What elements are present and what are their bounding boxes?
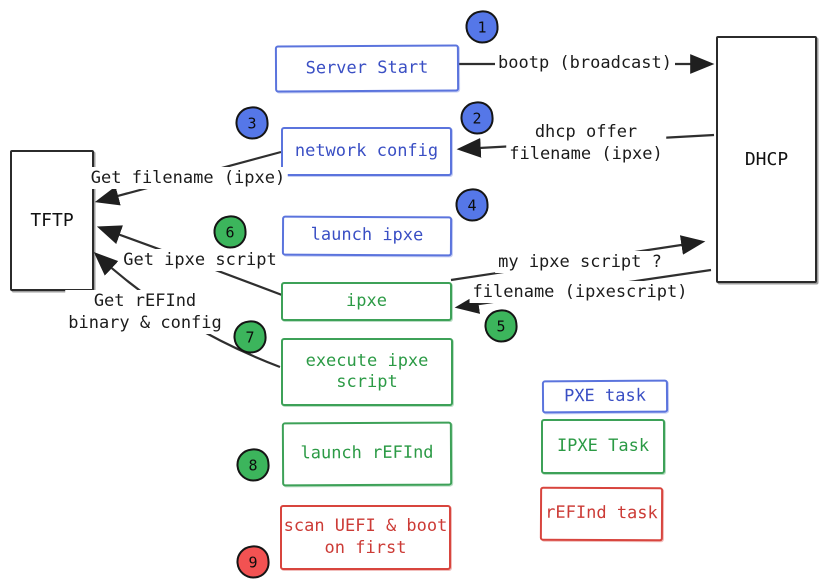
server-tftp: TFTP: [10, 150, 94, 291]
node-ipxe-label: ipxe: [346, 290, 387, 311]
legend-pxe-task-label: PXE task: [563, 385, 647, 407]
server-dhcp: DHCP: [716, 36, 817, 283]
msg-get-refind-binary-config: Get rEFInd binary & config: [65, 290, 225, 335]
legend-ipxe-task: IPXE Task: [541, 419, 665, 474]
step-badge-3-number: 3: [247, 114, 257, 132]
msg-get-ipxe-script: Get ipxe script: [120, 249, 280, 272]
node-launch-ipxe: launch ipxe: [281, 215, 453, 257]
step-badge-5-number: 5: [496, 317, 506, 335]
node-execute-ipxe-script-label: execute ipxe script: [305, 350, 429, 392]
step-badge-2-number: 2: [472, 109, 482, 127]
node-scan-uefi-boot: scan UEFI & boot on first: [280, 505, 451, 570]
node-launch-ipxe-label: launch ipxe: [310, 225, 424, 246]
node-launch-refind-label: launch rEFInd: [300, 443, 434, 464]
msg-my-ipxe-script: my ipxe script ?: [495, 251, 665, 274]
msg-bootp-broadcast: bootp (broadcast): [495, 52, 675, 75]
step-badge-7-number: 7: [245, 328, 255, 346]
server-dhcp-label: DHCP: [744, 149, 789, 170]
msg-get-filename: Get filename (ipxe): [87, 167, 289, 190]
node-network-config-label: network config: [294, 140, 439, 161]
node-server-start-label: Server Start: [305, 57, 429, 79]
node-ipxe: ipxe: [281, 282, 452, 321]
node-execute-ipxe-script: execute ipxe script: [281, 338, 453, 406]
step-badge-8-number: 8: [248, 456, 258, 474]
step-badge-6-number: 6: [225, 223, 235, 241]
server-tftp-label: TFTP: [30, 210, 74, 231]
node-network-config: network config: [281, 127, 452, 176]
legend-refind-task-label: rEFInd task: [545, 503, 658, 524]
step-badge-9-number: 9: [248, 553, 258, 571]
step-badge-1-number: 1: [477, 18, 487, 36]
legend-pxe-task: PXE task: [541, 379, 669, 414]
node-server-start: Server Start: [274, 44, 460, 93]
step-badge-4-number: 4: [467, 196, 477, 214]
msg-filename-ipxescript: filename (ipxescript): [469, 281, 691, 304]
legend-ipxe-task-label: IPXE Task: [556, 435, 650, 456]
msg-dhcp-offer: dhcp offer filename (ipxe): [506, 121, 666, 166]
node-scan-uefi-boot-label: scan UEFI & boot on first: [283, 516, 448, 558]
node-launch-refind: launch rEFInd: [281, 421, 453, 487]
legend-refind-task: rEFInd task: [539, 486, 664, 542]
